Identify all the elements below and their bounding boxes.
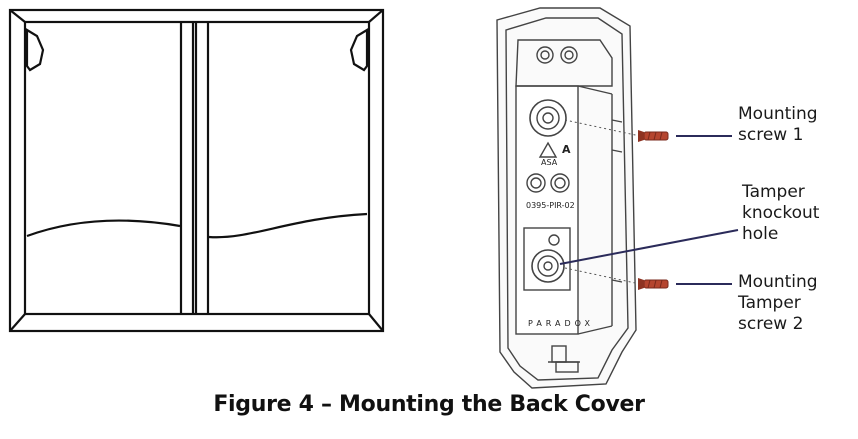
device-small-mark: ASA [541,158,558,167]
device-part-number: 0395-PIR-02 [526,201,575,210]
device-letter: A [562,143,571,156]
callout-screw1-line2: screw 1 [738,125,804,145]
callout-screw2-line3: screw 2 [738,314,804,334]
callout-mounting-screw-1: Mounting screw 1 [738,104,818,146]
device-brand-mark: PARADOX [528,319,594,328]
callout-tamper-line1: Tamper [742,182,805,202]
callout-tamper-line2: knockout [742,203,820,223]
mounting-screw-2 [638,278,669,290]
mounting-screw-1 [638,130,669,142]
callout-screw2-line2: Tamper [738,293,801,313]
callout-screw1-line1: Mounting [738,104,818,124]
figure-caption: Figure 4 – Mounting the Back Cover [213,392,645,417]
callout-mounting-tamper-screw-2: Mounting Tamper screw 2 [738,272,818,335]
callout-tamper-knockout-hole: Tamper knockout hole [742,182,819,245]
back-cover-device [496,7,637,389]
window-frame-drawing [8,8,385,333]
callout-leaders [559,135,739,285]
callout-screw2-line1: Mounting [738,272,818,292]
callout-tamper-line3: hole [742,224,779,244]
